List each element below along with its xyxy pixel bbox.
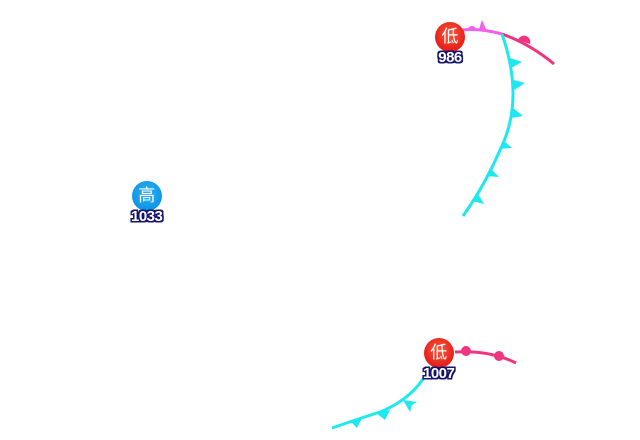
low-pressure-icon: 低 (435, 22, 465, 52)
low-pressure-icon: 低 (423, 338, 454, 368)
cold-front-north (461, 33, 525, 217)
pressure-value: 1033 (131, 208, 163, 225)
low-pressure-center-1007[interactable]: 低 1007 (423, 338, 455, 382)
warm-front-south (454, 346, 517, 365)
high-pressure-center-1033[interactable]: 高 1033 (131, 181, 163, 225)
pressure-value: 986 (438, 49, 462, 66)
cold-front-south (331, 375, 427, 430)
high-pressure-icon: 高 (131, 181, 162, 211)
pressure-value: 1007 (423, 365, 455, 382)
low-pressure-center-986[interactable]: 低 986 (435, 22, 465, 66)
occluded-front-north (461, 20, 503, 36)
warm-front-north (501, 32, 555, 66)
